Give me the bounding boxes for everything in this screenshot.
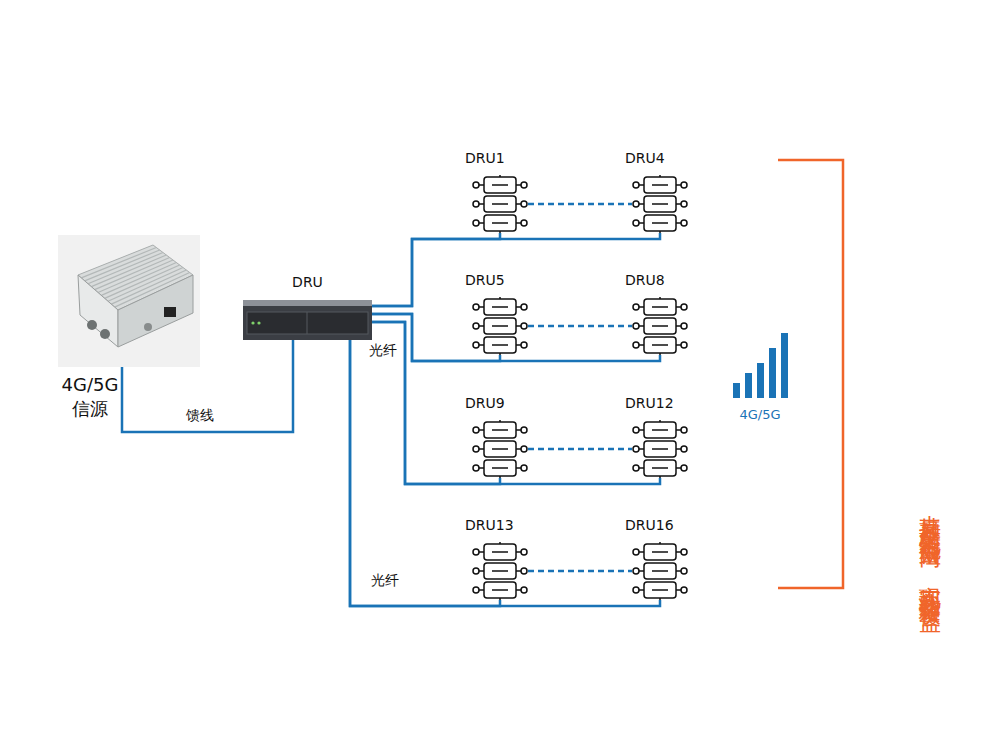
signal-label: 4G/5G bbox=[739, 406, 780, 424]
dru-rack-unit bbox=[243, 300, 372, 340]
node-label: DRU8 bbox=[625, 271, 665, 289]
node-label: DRU16 bbox=[625, 516, 674, 534]
feature-note: 支持星型及菊花链混合组网， 实现面状和链状覆盖 bbox=[885, 155, 945, 595]
dru-remote-unit bbox=[632, 297, 688, 355]
fiber-link bbox=[372, 322, 660, 484]
dru-unit: DRU5 bbox=[472, 297, 528, 355]
dru-host: DRU bbox=[243, 300, 372, 340]
dru-remote-unit bbox=[632, 420, 688, 478]
dru-unit: DRU4 bbox=[632, 175, 688, 233]
node-label: DRU9 bbox=[465, 394, 505, 412]
dru-remote-unit bbox=[472, 420, 528, 478]
fiber-link bbox=[372, 314, 660, 361]
node-label: DRU4 bbox=[625, 149, 665, 167]
node-label: 4G/5G 信源 bbox=[58, 373, 122, 421]
chain-link bbox=[528, 203, 632, 206]
dru-unit: DRU12 bbox=[632, 420, 688, 478]
dru-remote-unit bbox=[472, 175, 528, 233]
dru-remote-unit bbox=[632, 175, 688, 233]
chain-link bbox=[528, 325, 632, 328]
dru-unit: DRU13 bbox=[472, 542, 528, 600]
node-label: DRU13 bbox=[465, 516, 514, 534]
fiber-link bbox=[372, 233, 500, 306]
dru-unit: DRU16 bbox=[632, 542, 688, 600]
edge-label: 馈线 bbox=[186, 406, 214, 424]
chain-link bbox=[528, 448, 632, 451]
chain-link bbox=[528, 570, 632, 573]
fiber-link bbox=[372, 233, 660, 306]
dru-unit: DRU1 bbox=[472, 175, 528, 233]
signal-bars bbox=[733, 333, 788, 398]
dru-unit: DRU8 bbox=[632, 297, 688, 355]
edge-label: 光纤 bbox=[371, 571, 399, 589]
dru-remote-unit bbox=[472, 542, 528, 600]
dru-remote-unit bbox=[472, 297, 528, 355]
node-label: DRU5 bbox=[465, 271, 505, 289]
fiber-link bbox=[350, 340, 660, 606]
node-label: DRU bbox=[243, 273, 372, 291]
dru-unit: DRU9 bbox=[472, 420, 528, 478]
node-label: DRU12 bbox=[625, 394, 674, 412]
signal-source: 4G/5G 信源 bbox=[58, 235, 200, 367]
dru-remote-unit bbox=[632, 542, 688, 600]
node-label: DRU1 bbox=[465, 149, 505, 167]
fiber-link bbox=[350, 340, 500, 606]
coverage-bracket bbox=[778, 160, 843, 588]
signal-source-device bbox=[58, 235, 200, 367]
fiber-label: 光纤 bbox=[369, 341, 397, 359]
